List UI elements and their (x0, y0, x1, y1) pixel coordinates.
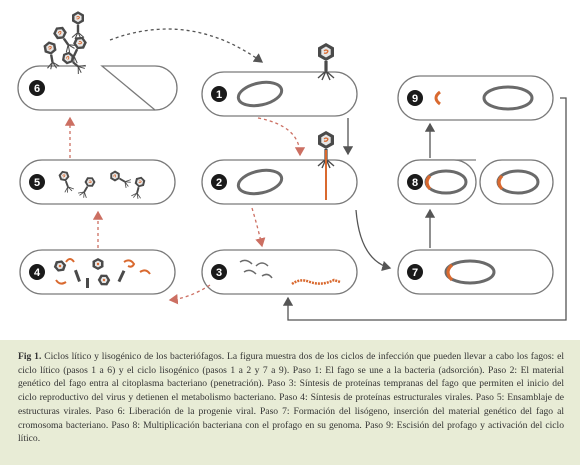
cell-step-1: 1 (201, 42, 358, 117)
step-7-number: 7 (412, 267, 418, 279)
step-6-number: 6 (34, 83, 40, 95)
step-4-badge (29, 264, 45, 280)
released-phages (42, 10, 89, 76)
step-7-badge (407, 264, 423, 280)
lysogenic-arrows (282, 97, 567, 321)
arrow-6-to-1 (109, 28, 264, 63)
caption-box: Fig 1. Ciclos lítico y lisogénico de los… (0, 340, 580, 465)
phage-dna (291, 278, 341, 286)
cell-step-9: 9 (397, 75, 554, 121)
bacterial-chromosome (444, 259, 496, 285)
bacterial-chromosome (236, 80, 284, 108)
cell-step-8: 8 (397, 159, 554, 205)
lytic-return-arrow (109, 28, 264, 63)
step-8-number: 8 (412, 177, 418, 189)
step-8-badge (407, 174, 423, 190)
cell-step-5: 5 (19, 159, 176, 205)
step-3-badge (211, 264, 227, 280)
lytic-arrows (64, 116, 306, 305)
cell-step-6: 6 (17, 10, 178, 111)
step-5-number: 5 (34, 177, 40, 189)
arrow-2-to-3 (251, 207, 266, 248)
step-2-badge (211, 174, 227, 190)
bacterial-chromosome (236, 168, 284, 196)
step-4-number: 4 (34, 267, 41, 279)
step-3-number: 3 (216, 267, 222, 279)
step-9-number: 9 (412, 93, 418, 105)
step-9-badge (407, 90, 423, 106)
fragmented-chromosome (239, 259, 273, 279)
arrow-3-to-4 (168, 284, 211, 305)
arrow-2-to-7 (355, 209, 392, 272)
arrow-9-to-3 (282, 97, 567, 321)
figure-caption: Fig 1. Ciclos lítico y lisogénico de los… (18, 350, 564, 446)
cell-step-2: 2 (201, 130, 358, 205)
cell-step-4: 4 (19, 249, 176, 295)
caption-label: Fig 1. (18, 351, 42, 362)
cell-step-3: 3 (201, 249, 358, 295)
step-5-badge (29, 174, 45, 190)
step-1-badge (211, 86, 227, 102)
cell-step-7: 7 (397, 249, 554, 295)
step-6-badge (29, 80, 45, 96)
bacteriophage-cycles-diagram: 6 5 4 (17, 10, 567, 321)
step-2-number: 2 (216, 177, 222, 189)
step-1-number: 1 (216, 89, 222, 101)
integrated-prophage (446, 263, 454, 282)
bacterial-chromosome (482, 85, 534, 111)
viral-components (52, 258, 151, 288)
caption-body: Ciclos lítico y lisogénico de los bacter… (18, 351, 564, 445)
arrow-1-to-2 (257, 117, 306, 157)
excised-prophage (434, 90, 441, 106)
